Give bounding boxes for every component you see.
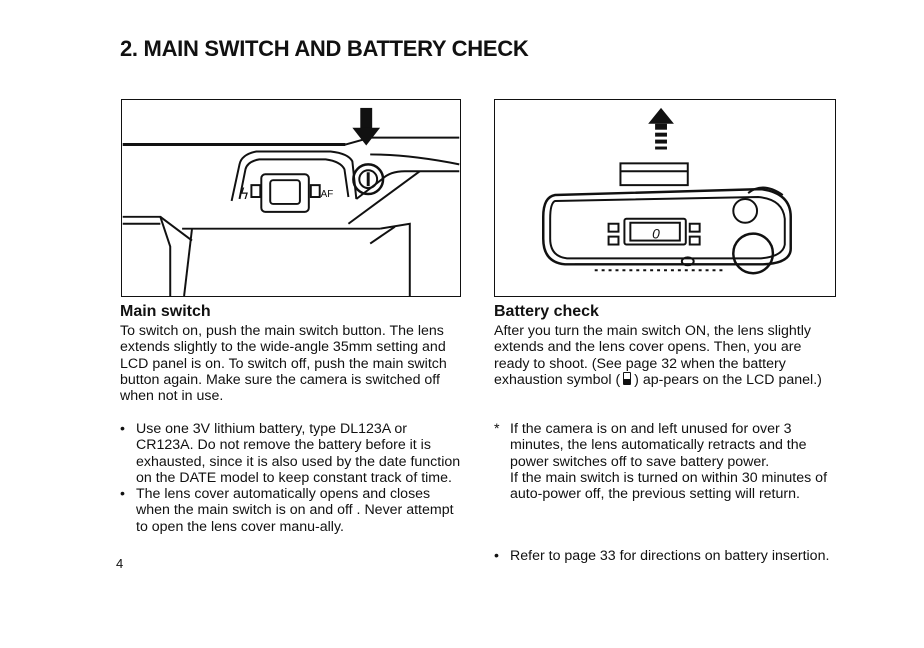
lens-extend-arrow-icon — [648, 107, 674, 150]
main-switch-illustration: ϟ AF — [121, 99, 461, 297]
note-text-2: If the main switch is turned on within 3… — [510, 469, 828, 503]
camera-front-drawing: 0 — [542, 107, 792, 275]
bullet-mark: • — [494, 548, 499, 564]
note-text-1: If the camera is on and left unused for … — [510, 421, 807, 470]
bullet-mark: • — [120, 421, 125, 437]
main-switch-paragraph: To switch on, push the main switch butto… — [120, 323, 447, 405]
battery-exhaustion-icon — [623, 371, 632, 385]
bullet-mark: • — [120, 486, 125, 503]
list-item: • Use one 3V lithium battery, type DL123… — [120, 421, 463, 486]
battery-check-illustration: 0 — [494, 99, 836, 297]
battery-check-heading: Battery check — [494, 303, 599, 320]
press-down-arrow-icon — [352, 107, 381, 146]
bullet-text: The lens cover automatically opens and c… — [136, 486, 454, 535]
lcd-digit: 0 — [652, 226, 660, 242]
list-item: * If the camera is on and left unused fo… — [494, 421, 837, 502]
bullet-text: Refer to page 33 for directions on batte… — [510, 548, 830, 564]
auto-power-off-note: * If the camera is on and left unused fo… — [494, 421, 837, 502]
page-title: 2. MAIN SWITCH AND BATTERY CHECK — [120, 36, 529, 61]
af-label: AF — [321, 189, 334, 200]
battery-check-text-after: ) ap-pears on the LCD panel.) — [634, 371, 822, 388]
camera-top-drawing: ϟ AF — [122, 107, 460, 296]
list-item: • Refer to page 33 for directions on bat… — [494, 548, 837, 564]
battery-check-text-before: After you turn the main switch ON, the l… — [494, 323, 811, 388]
main-switch-bullets: • Use one 3V lithium battery, type DL123… — [120, 421, 463, 535]
main-switch-heading: Main switch — [120, 303, 211, 320]
list-item: • The lens cover automatically opens and… — [120, 486, 463, 535]
main-switch-body: To switch on, push the main switch butto… — [120, 323, 463, 404]
asterisk-mark: * — [494, 421, 500, 437]
battery-check-body: After you turn the main switch ON, the l… — [494, 323, 837, 388]
page-number: 4 — [116, 556, 124, 571]
flash-symbol: ϟ — [240, 186, 250, 203]
battery-check-paragraph: After you turn the main switch ON, the l… — [494, 323, 837, 388]
bullet-text: Use one 3V lithium battery, type DL123A … — [136, 421, 461, 486]
battery-check-bullets: • Refer to page 33 for directions on bat… — [494, 548, 837, 564]
